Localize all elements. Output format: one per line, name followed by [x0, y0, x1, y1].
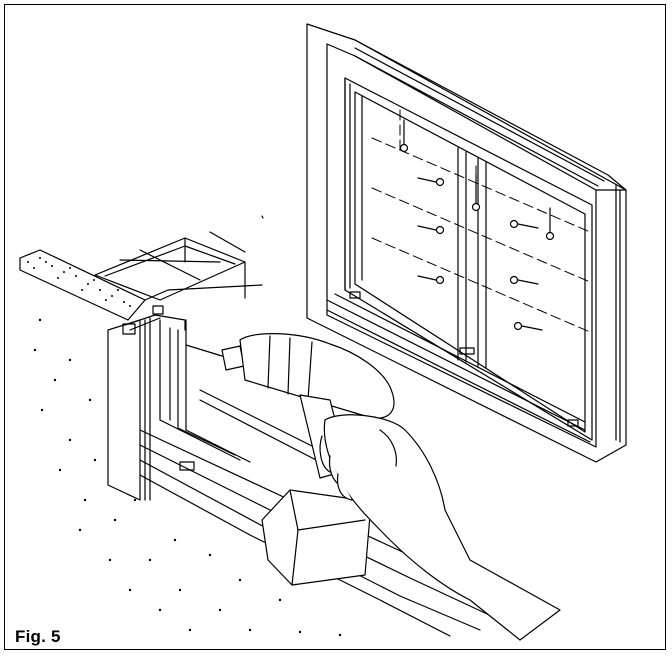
- window-frame-icon: [306, 23, 627, 463]
- screw-icon: [399, 119, 555, 331]
- drill-icon: [185, 333, 395, 586]
- wall-section: [19, 231, 521, 637]
- hand-icon: [319, 414, 561, 641]
- figure-label: Fig. 5: [15, 627, 61, 646]
